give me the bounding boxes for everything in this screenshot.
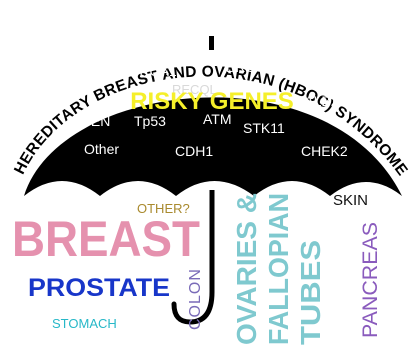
label-breast: BREAST bbox=[12, 211, 200, 267]
gene-brca1: BRCA1 bbox=[130, 63, 177, 79]
gene-cdh1: CDH1 bbox=[175, 143, 213, 159]
risky-genes-headline: RISKY GENES bbox=[130, 88, 294, 115]
gene-stk11: STK11 bbox=[243, 120, 285, 136]
gene-other: Other bbox=[84, 141, 119, 157]
umbrella-tip bbox=[209, 36, 214, 50]
label-colon: COLON bbox=[187, 268, 204, 330]
label-ovaries-line1: OVARIES & bbox=[231, 193, 262, 345]
gene-palb2: PALB2 bbox=[296, 93, 339, 109]
label-prostate: PROSTATE bbox=[28, 274, 170, 302]
label-ovaries-line2: FALLOPIAN bbox=[263, 193, 294, 345]
gene-tp53: Tp53 bbox=[134, 113, 166, 129]
gene-brca2: BRCA2 bbox=[226, 59, 273, 75]
label-ovaries-fallopian-tubes: OVARIES & FALLOPIAN TUBES bbox=[231, 193, 326, 345]
label-skin: SKIN bbox=[333, 192, 368, 209]
label-ovaries-line3: TUBES bbox=[295, 240, 326, 345]
gene-chek2: CHEK2 bbox=[301, 143, 348, 159]
gene-pten: PTEN bbox=[73, 113, 110, 129]
label-pancreas: PANCREAS bbox=[359, 222, 382, 338]
label-stomach: STOMACH bbox=[52, 316, 117, 331]
